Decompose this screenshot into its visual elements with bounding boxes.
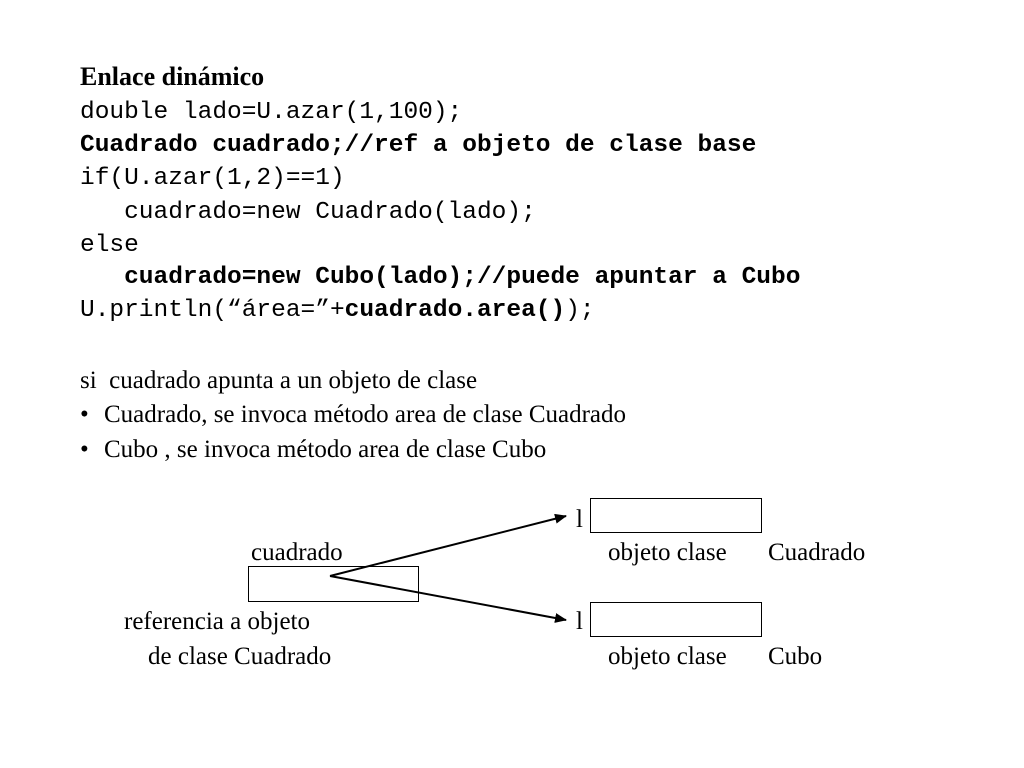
bullet-text: Cuadrado, se invoca método area de clase… [104, 401, 627, 428]
code-line-5: else [80, 232, 139, 259]
object-cubo-class: Cubo [768, 643, 823, 670]
object-cubo-value: l [576, 608, 583, 635]
object-cuadrado-caption: objeto clase [608, 539, 727, 566]
bullet-icon: • [80, 436, 89, 463]
explanation-intro: si cuadrado apunta a un objeto de clase [80, 367, 478, 394]
reference-box [248, 566, 419, 602]
object-cubo-box [590, 602, 762, 637]
code-line-3: if(U.azar(1,2)==1) [80, 165, 345, 192]
code-line-7: U.println(“área=”+cuadrado.area()); [80, 298, 595, 323]
reference-caption-line-1: referencia a objeto [124, 608, 310, 635]
bullet-icon: • [80, 401, 89, 428]
reference-caption-line-2: de clase Cuadrado [148, 643, 332, 670]
page-title: Enlace dinámico [80, 62, 265, 91]
bullet-item: • Cuadrado, se invoca método area de clas… [80, 402, 626, 427]
object-cuadrado-value: l [576, 506, 583, 533]
code-line-7-call: cuadrado.area() [344, 297, 566, 324]
code-line-4: cuadrado=new Cuadrado(lado); [80, 199, 536, 226]
reference-label: cuadrado [251, 539, 343, 566]
code-line-2: Cuadrado cuadrado;//ref a objeto de clas… [80, 132, 757, 159]
object-cuadrado-box [590, 498, 762, 533]
object-cuadrado-class: Cuadrado [768, 539, 866, 566]
code-line-7-suffix: ); [565, 297, 595, 324]
code-line-7-prefix: U.println(“área=”+ [80, 297, 345, 324]
object-cubo-caption: objeto clase [608, 643, 727, 670]
bullet-item: • Cubo , se invoca método area de clase C… [80, 437, 546, 462]
code-line-1: double lado=U.azar(1,100); [80, 99, 463, 126]
code-line-6: cuadrado=new Cubo(lado);//puede apuntar … [80, 264, 801, 291]
bullet-text: Cubo , se invoca método area de clase Cu… [104, 436, 547, 463]
